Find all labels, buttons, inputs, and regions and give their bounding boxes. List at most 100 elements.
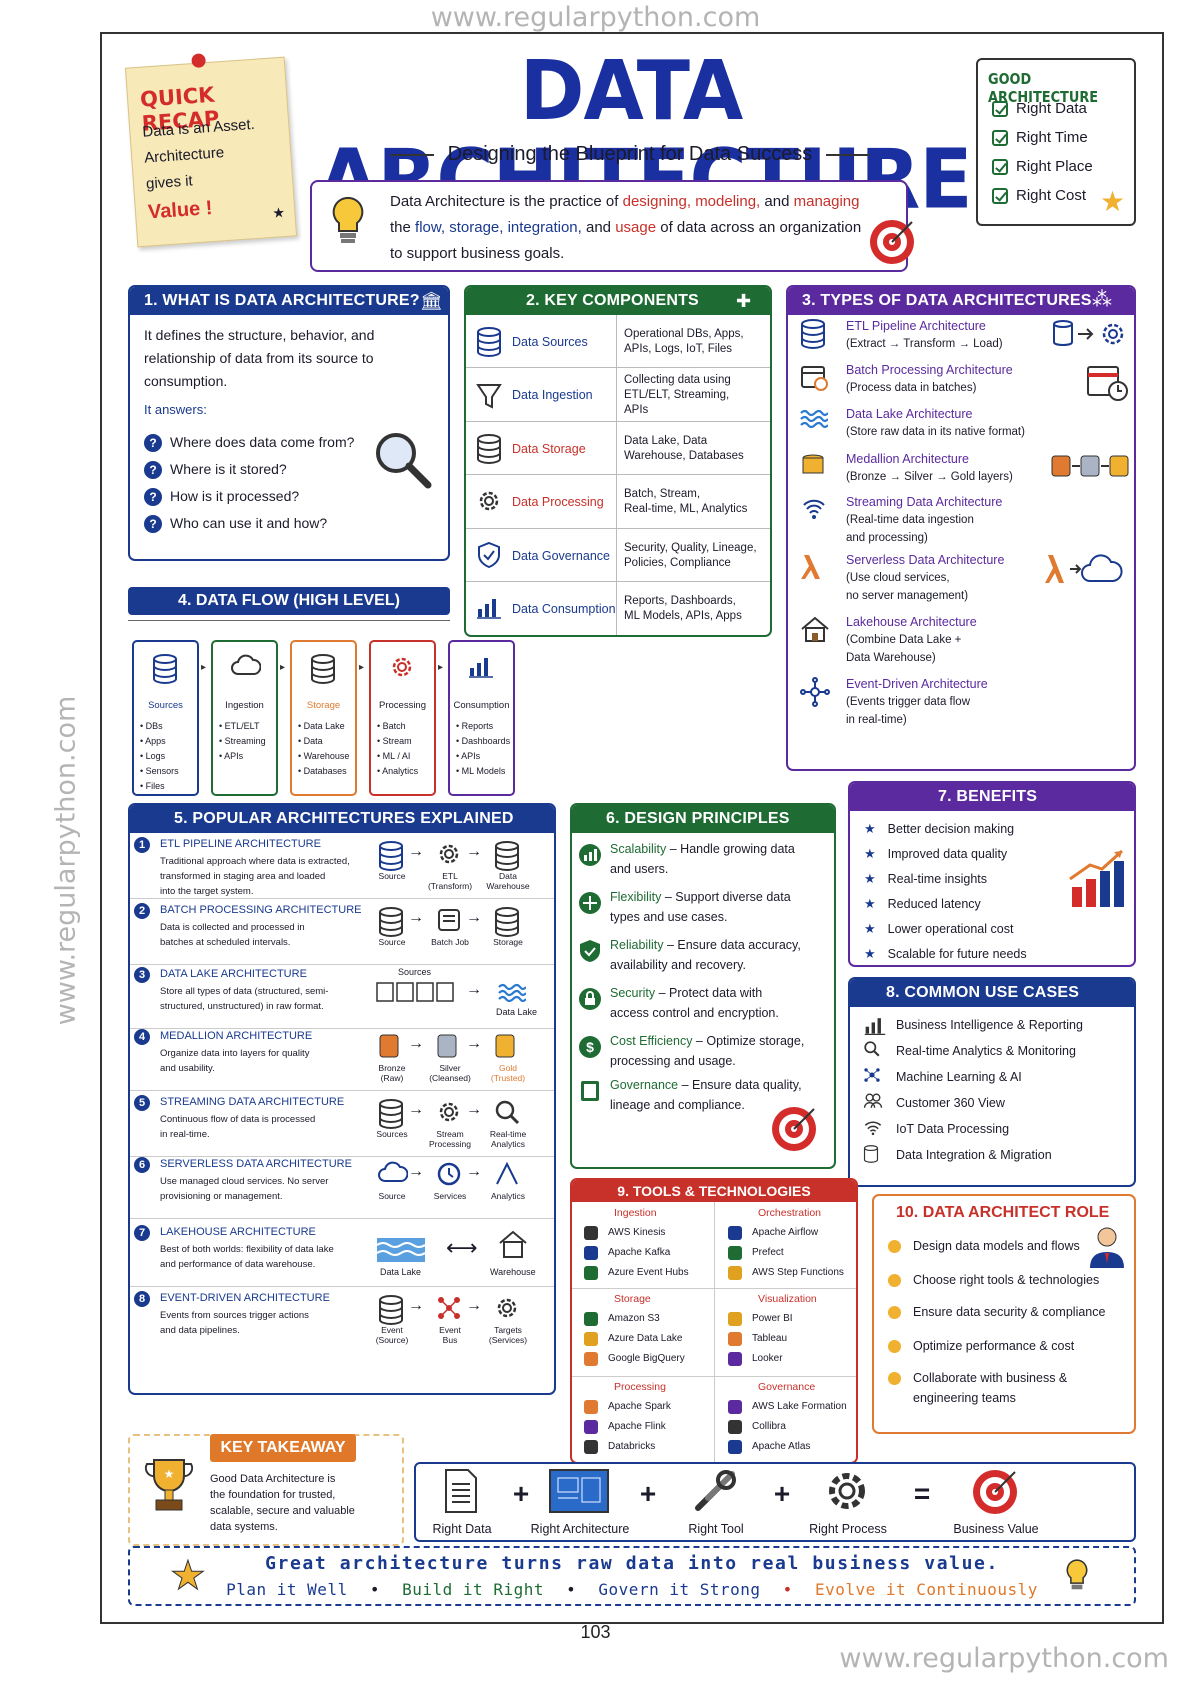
data-flow-box-title: Consumption <box>453 700 510 711</box>
diagram-icon <box>494 1099 520 1125</box>
architecture-type-diagram <box>1044 553 1130 585</box>
architecture-type-icon <box>800 452 826 478</box>
star-icon: ★ <box>170 1554 207 1599</box>
tool-name: AWS Step Functions <box>752 1267 844 1278</box>
diagram-label: Services <box>433 1191 467 1201</box>
item-number-badge: 4 <box>134 1029 150 1045</box>
design-principle-desc: types and use cases. <box>610 910 728 924</box>
architecture-type-icon <box>800 495 828 521</box>
component-desc: Batch, Stream,Real-time, ML, Analytics <box>624 476 770 529</box>
data-flow-box-item: • Data <box>298 736 323 746</box>
component-desc-line: Data Lake, Data <box>624 434 708 447</box>
key-takeaway-line4: data systems. <box>210 1521 278 1533</box>
s1-answers-label: It answers: <box>144 402 207 417</box>
motto-govern: Govern it Strong <box>598 1580 761 1599</box>
section-9-header: 9. TOOLS & TECHNOLOGIES <box>572 1180 856 1202</box>
tool-group-name: Governance <box>758 1381 816 1393</box>
diagram-label: Silver (Cleansed) <box>429 1063 471 1083</box>
data-flow-icon <box>468 654 494 678</box>
item-number-badge: 2 <box>134 903 150 919</box>
architecture-type-desc: (Use cloud services, <box>846 572 950 584</box>
checkbox-icon <box>992 130 1008 147</box>
check-bullet-icon <box>888 1340 901 1354</box>
watermark-bottom: www.regularpython.com <box>839 1643 1169 1674</box>
data-flow-box-item: • Analytics <box>377 766 419 776</box>
popular-architecture-desc: Traditional approach where data is extra… <box>160 856 350 867</box>
diagram-label: Batch Job <box>431 937 469 947</box>
architecture-type-desc: (Store raw data in its native format) <box>846 426 1025 438</box>
tool-logo-icon <box>584 1440 598 1454</box>
network-icon: ⁂ <box>1092 289 1112 311</box>
diagram-icon <box>378 1295 404 1325</box>
section-types-of-data-architectures: 3. TYPES OF DATA ARCHITECTURES ⁂ ETL Pip… <box>786 285 1136 771</box>
tool-logo-icon <box>728 1246 742 1260</box>
arrow-icon: → <box>466 981 482 998</box>
tool-logo-icon <box>728 1352 742 1366</box>
tool-name: Looker <box>752 1353 783 1364</box>
architecture-type-desc: and processing) <box>846 532 928 544</box>
component-icon <box>476 595 502 619</box>
benefit-item: ★Real-time insights <box>864 869 987 889</box>
tool-name: Apache Spark <box>608 1401 671 1412</box>
tool-name: Power BI <box>752 1313 793 1324</box>
equation-icon <box>548 1468 610 1514</box>
diagram-icon <box>378 907 404 937</box>
architecture-type-item: Lakehouse Architecture(Combine Data Lake… <box>788 613 1134 669</box>
architecture-type-diagram <box>1086 363 1130 401</box>
data-flow-box-item: • Stream <box>377 736 412 746</box>
popular-architecture-name: DATA LAKE ARCHITECTURE <box>160 968 307 980</box>
use-case-text: Business Intelligence & Reporting <box>896 1018 1083 1032</box>
use-case-item: Business Intelligence & Reporting <box>850 1013 1134 1037</box>
section-4-header: 4. DATA FLOW (HIGH LEVEL) <box>178 592 400 609</box>
popular-architecture-desc: and usability. <box>160 1063 215 1074</box>
diagram-label: Event (Source) <box>375 1325 409 1345</box>
architect-role-text: engineering teams <box>913 1391 1016 1405</box>
good-arch-item: Right Cost <box>992 187 1093 216</box>
component-icon <box>476 541 502 569</box>
s9-hdivider <box>572 1376 856 1377</box>
star-bullet-icon: ★ <box>864 871 876 886</box>
design-principle-name: Cost Efficiency <box>610 1034 693 1048</box>
tool-name: Collibra <box>752 1421 786 1432</box>
good-architecture-box: GOOD ARCHITECTURE Right Data Right Time … <box>976 58 1136 226</box>
architecture-type-desc: (Real-time data ingestion <box>846 514 974 526</box>
use-case-item: Real-time Analytics & Monitoring <box>850 1039 1134 1063</box>
flow-arrow-icon: ▸ <box>438 662 444 673</box>
svg-text:★: ★ <box>164 1467 175 1481</box>
popular-architecture-desc: Data is collected and processed in <box>160 922 305 933</box>
design-principle-name: Governance <box>610 1078 679 1092</box>
benefit-item: ★Lower operational cost <box>864 919 1013 939</box>
design-principle-item: $Cost Efficiency – Optimize storage,proc… <box>572 1031 834 1075</box>
design-principle-icon <box>578 1079 602 1103</box>
good-arch-item: Right Place <box>992 158 1093 187</box>
use-case-text: Real-time Analytics & Monitoring <box>896 1044 1076 1058</box>
architecture-type-desc: Data Warehouse) <box>846 652 936 664</box>
arrow-icon: → <box>408 1101 424 1118</box>
diagram-label: Sources <box>376 1129 408 1139</box>
key-takeaway-box: ★ KEY TAKEAWAY Good Data Architecture is… <box>128 1434 404 1546</box>
diagram-label: Real-time Analytics <box>489 1129 527 1149</box>
popular-architecture-name: STREAMING DATA ARCHITECTURE <box>160 1096 345 1108</box>
tool-logo-icon <box>584 1400 598 1414</box>
architecture-type-name: Streaming Data Architecture <box>846 495 1003 509</box>
diagram-icon <box>494 841 520 871</box>
tool-group-name: Orchestration <box>758 1207 822 1219</box>
section-7-header: 7. BENEFITS <box>850 783 1134 811</box>
s1-question: ?Who can use it and how? <box>144 514 327 534</box>
tool-name: Databricks <box>608 1441 656 1452</box>
data-flow-box-item: • Files <box>140 781 165 791</box>
design-principle-icon <box>578 939 602 963</box>
s1-desc-2: relationship of data from its source to <box>144 350 374 366</box>
diagram-icon <box>494 1295 520 1321</box>
architecture-type-icon <box>800 677 830 707</box>
popular-architecture-desc: batches at scheduled intervals. <box>160 937 291 948</box>
equation-label: Right Process <box>809 1522 887 1536</box>
benefit-item: ★Improved data quality <box>864 844 1007 864</box>
diagram-icon <box>436 1099 462 1125</box>
tool-logo-icon <box>728 1312 742 1326</box>
diagram-label: Data Lake <box>496 1007 538 1017</box>
